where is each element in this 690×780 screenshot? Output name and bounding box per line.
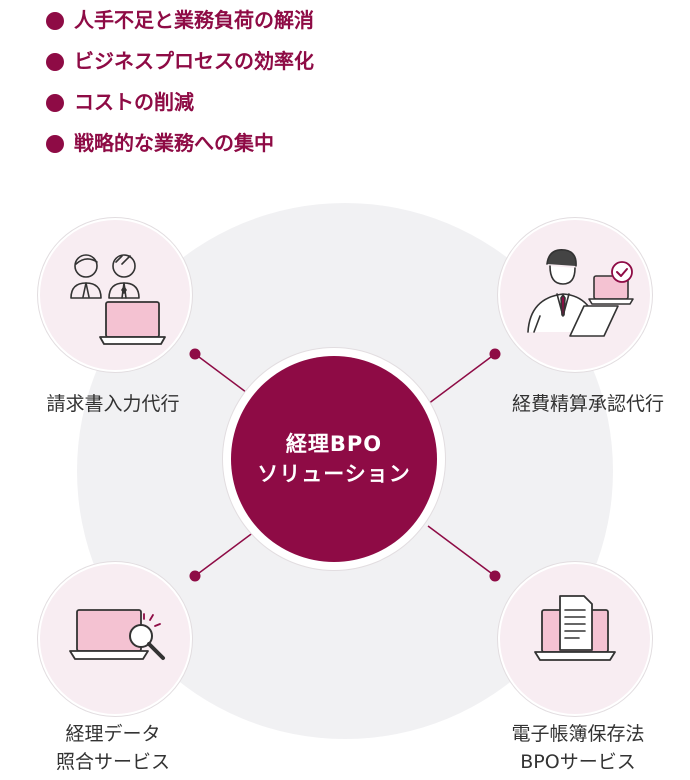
service-label-expense-approval: 経費精算承認代行	[511, 393, 664, 415]
bpo-solution-diagram: 経理BPO ソリューション 請求書入力代行	[0, 180, 690, 780]
two-people-laptop-icon	[70, 254, 166, 345]
service-label-line2: BPOサービス	[520, 751, 636, 773]
laptop-document-icon	[534, 595, 616, 661]
service-node-expense-approval	[498, 218, 652, 372]
benefit-text: コストの削減	[74, 90, 194, 114]
connector-lines	[189, 348, 501, 582]
connector-line-top-right	[427, 353, 496, 405]
bullet-dot-icon	[46, 93, 64, 112]
benefits-list: 人手不足と業務負荷の解消 ビジネスプロセスの効率化 コストの削減 戦略的な業務へ…	[46, 0, 314, 164]
connector-dot-bottom-right	[489, 570, 501, 582]
benefit-item: コストの削減	[46, 82, 314, 123]
center-node: 経理BPO ソリューション	[231, 356, 437, 562]
benefit-text: 人手不足と業務負荷の解消	[74, 8, 314, 32]
connector-dot-bottom-left	[189, 570, 201, 582]
service-label-line1: 電子帳簿保存法	[511, 723, 645, 745]
bullet-dot-icon	[46, 134, 64, 153]
laptop-magnifier-icon	[69, 609, 165, 660]
service-label-e-bookkeeping: 電子帳簿保存法 BPOサービス	[478, 720, 678, 776]
connector-line-bottom-right	[427, 525, 496, 577]
bullet-dot-icon	[46, 52, 64, 71]
service-node-data-matching	[38, 562, 192, 716]
bullet-dot-icon	[46, 11, 64, 30]
service-label-invoice-entry: 請求書入力代行	[46, 393, 180, 415]
benefit-item: 戦略的な業務への集中	[46, 123, 314, 164]
connector-dot-top-left	[189, 348, 201, 360]
service-label-line2: 照合サービス	[55, 751, 170, 773]
benefit-text: 戦略的な業務への集中	[74, 131, 274, 155]
connector-dot-top-right	[489, 348, 501, 360]
benefit-text: ビジネスプロセスの効率化	[74, 49, 314, 73]
center-title-line2: ソリューション	[257, 462, 411, 486]
benefit-item: 人手不足と業務負荷の解消	[46, 0, 314, 41]
service-label-line1: 経理データ	[65, 723, 161, 745]
service-node-e-bookkeeping	[498, 562, 652, 716]
service-node-invoice-entry	[38, 218, 192, 372]
service-label-data-matching: 経理データ 照合サービス	[18, 720, 208, 776]
connector-line-bottom-left	[194, 525, 263, 577]
center-title-line1: 経理BPO	[285, 432, 383, 456]
benefit-item: ビジネスプロセスの効率化	[46, 41, 314, 82]
businessman-laptop-check-icon	[527, 248, 634, 337]
